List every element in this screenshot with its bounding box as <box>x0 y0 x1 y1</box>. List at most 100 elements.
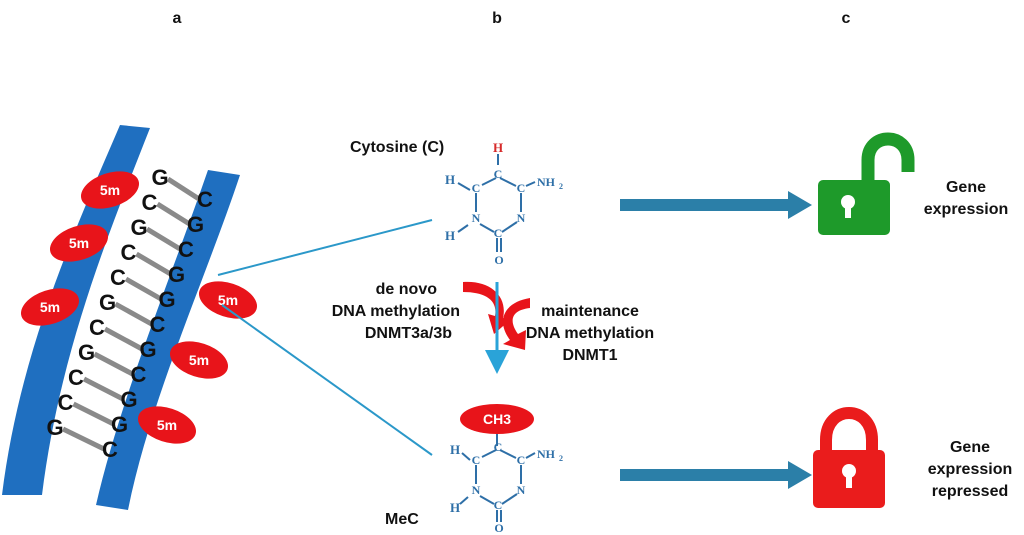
methyl-tag: 5m <box>198 281 258 319</box>
base-letter: G <box>111 412 128 437</box>
svg-text:O: O <box>494 521 503 535</box>
gene-expression-repressed-label: Gene expression repressed <box>928 439 1012 500</box>
svg-text:DNA methylation: DNA methylation <box>332 303 460 320</box>
maintenance-methylation-label: maintenance DNA methylation DNMT1 <box>526 303 654 364</box>
svg-text:5m: 5m <box>157 417 177 433</box>
svg-text:2: 2 <box>559 454 563 463</box>
base-letter: C <box>142 190 158 215</box>
mec-label: MeC <box>385 511 419 528</box>
base-pair-rung <box>72 401 115 427</box>
svg-text:N: N <box>472 211 481 225</box>
svg-text:NH: NH <box>537 447 556 461</box>
mec-molecule: C C C N N C O H H NH 2 <box>450 434 563 535</box>
svg-text:5m: 5m <box>100 182 120 198</box>
svg-text:CH3: CH3 <box>483 411 511 427</box>
svg-text:NH: NH <box>537 175 556 189</box>
svg-text:expression: expression <box>928 461 1012 478</box>
base-letter: C <box>131 362 147 387</box>
svg-text:N: N <box>517 483 526 497</box>
base-letter: G <box>139 337 156 362</box>
base-pair-rung <box>124 276 163 302</box>
base-pair-rungs <box>61 176 201 452</box>
svg-text:5m: 5m <box>40 299 60 315</box>
base-pair-rung <box>82 376 125 402</box>
base-letter: C <box>110 265 126 290</box>
base-pair-rung <box>156 201 191 227</box>
svg-text:H: H <box>493 140 503 155</box>
base-letter: G <box>78 340 95 365</box>
zoom-line-to-cytosine <box>217 219 433 276</box>
svg-text:5m: 5m <box>69 235 89 251</box>
svg-text:O: O <box>494 253 503 267</box>
base-pair-rung <box>114 301 153 327</box>
methyl-tag: 5m <box>169 341 229 379</box>
base-letter: G <box>187 212 204 237</box>
base-pair-rung <box>166 176 201 202</box>
denovo-methylation-label: de novo DNA methylation DNMT3a/3b <box>332 281 460 342</box>
svg-text:C: C <box>517 453 526 467</box>
svg-text:H: H <box>445 172 455 187</box>
svg-text:N: N <box>472 483 481 497</box>
base-letter: G <box>168 262 185 287</box>
svg-text:C: C <box>494 498 503 512</box>
cytosine-molecule: H C C C N N C O H H NH 2 <box>445 140 563 267</box>
methyl-tag: 5m <box>20 288 80 326</box>
maintenance-curved-arrow <box>502 298 530 350</box>
svg-text:C: C <box>472 453 481 467</box>
base-pair-rung <box>61 426 106 452</box>
base-letter: C <box>58 390 74 415</box>
svg-text:H: H <box>450 442 460 457</box>
arrow-to-closed-lock <box>620 461 812 489</box>
base-pair-rung <box>145 226 182 252</box>
panel-label-a: a <box>173 10 182 27</box>
base-letter: C <box>102 437 118 462</box>
base-letter: C <box>197 187 213 212</box>
dna-strand-left <box>2 125 150 495</box>
svg-text:DNMT3a/3b: DNMT3a/3b <box>365 325 452 342</box>
base-letter: C <box>150 312 166 337</box>
cytosine-label: Cytosine (C) <box>350 139 444 156</box>
base-pair-rung <box>135 251 172 277</box>
svg-text:repressed: repressed <box>932 483 1009 500</box>
svg-text:C: C <box>494 167 503 181</box>
methyl-tag: 5m <box>137 406 197 444</box>
zoom-line-to-mec <box>221 304 433 456</box>
svg-text:5m: 5m <box>218 292 238 308</box>
panel-label-b: b <box>492 10 502 27</box>
ch3-tag: CH3 <box>460 404 534 434</box>
svg-text:H: H <box>445 228 455 243</box>
base-pair-rung <box>93 351 134 377</box>
base-letter: C <box>178 237 194 262</box>
svg-text:2: 2 <box>559 182 563 191</box>
base-letter: C <box>68 365 84 390</box>
svg-text:C: C <box>472 181 481 195</box>
closed-lock-icon <box>813 407 885 508</box>
denovo-curved-arrow <box>463 281 510 334</box>
svg-text:N: N <box>517 211 526 225</box>
svg-text:5m: 5m <box>189 352 209 368</box>
svg-text:DNMT1: DNMT1 <box>562 347 617 364</box>
svg-text:DNA methylation: DNA methylation <box>526 325 654 342</box>
base-letter: G <box>99 290 116 315</box>
base-letter: G <box>46 415 63 440</box>
svg-text:H: H <box>450 500 460 515</box>
svg-text:Gene: Gene <box>950 439 990 456</box>
svg-text:C: C <box>517 181 526 195</box>
svg-text:de novo: de novo <box>376 281 438 298</box>
svg-text:C: C <box>494 226 503 240</box>
svg-text:expression: expression <box>924 201 1008 218</box>
dna-strand-right <box>96 170 240 510</box>
gene-expression-label: Gene expression <box>924 179 1008 218</box>
open-lock-icon <box>818 132 915 235</box>
svg-text:maintenance: maintenance <box>541 303 639 320</box>
svg-text:Gene: Gene <box>946 179 986 196</box>
base-letter: G <box>158 287 175 312</box>
methyl-tag: 5m <box>80 171 140 209</box>
base-letter: G <box>130 215 147 240</box>
base-letter: G <box>120 387 137 412</box>
base-letter: C <box>89 315 105 340</box>
methyl-tag: 5m <box>49 224 109 262</box>
